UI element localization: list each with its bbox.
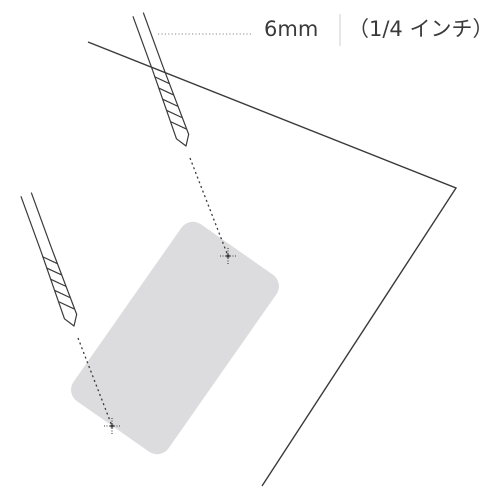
drill-target-mark-icon (104, 418, 120, 434)
drill-size-inch-label: （1/4 インチ） (348, 17, 492, 41)
drill-bit-icon (132, 12, 190, 147)
mounting-template (71, 221, 279, 455)
drill-size-mm-label: 6mm (264, 17, 319, 41)
drill-guide-line-2 (77, 337, 113, 427)
drill-target-mark-icon (220, 248, 236, 264)
drill-bit-icon (20, 192, 78, 327)
wall-outline (87, 41, 458, 487)
